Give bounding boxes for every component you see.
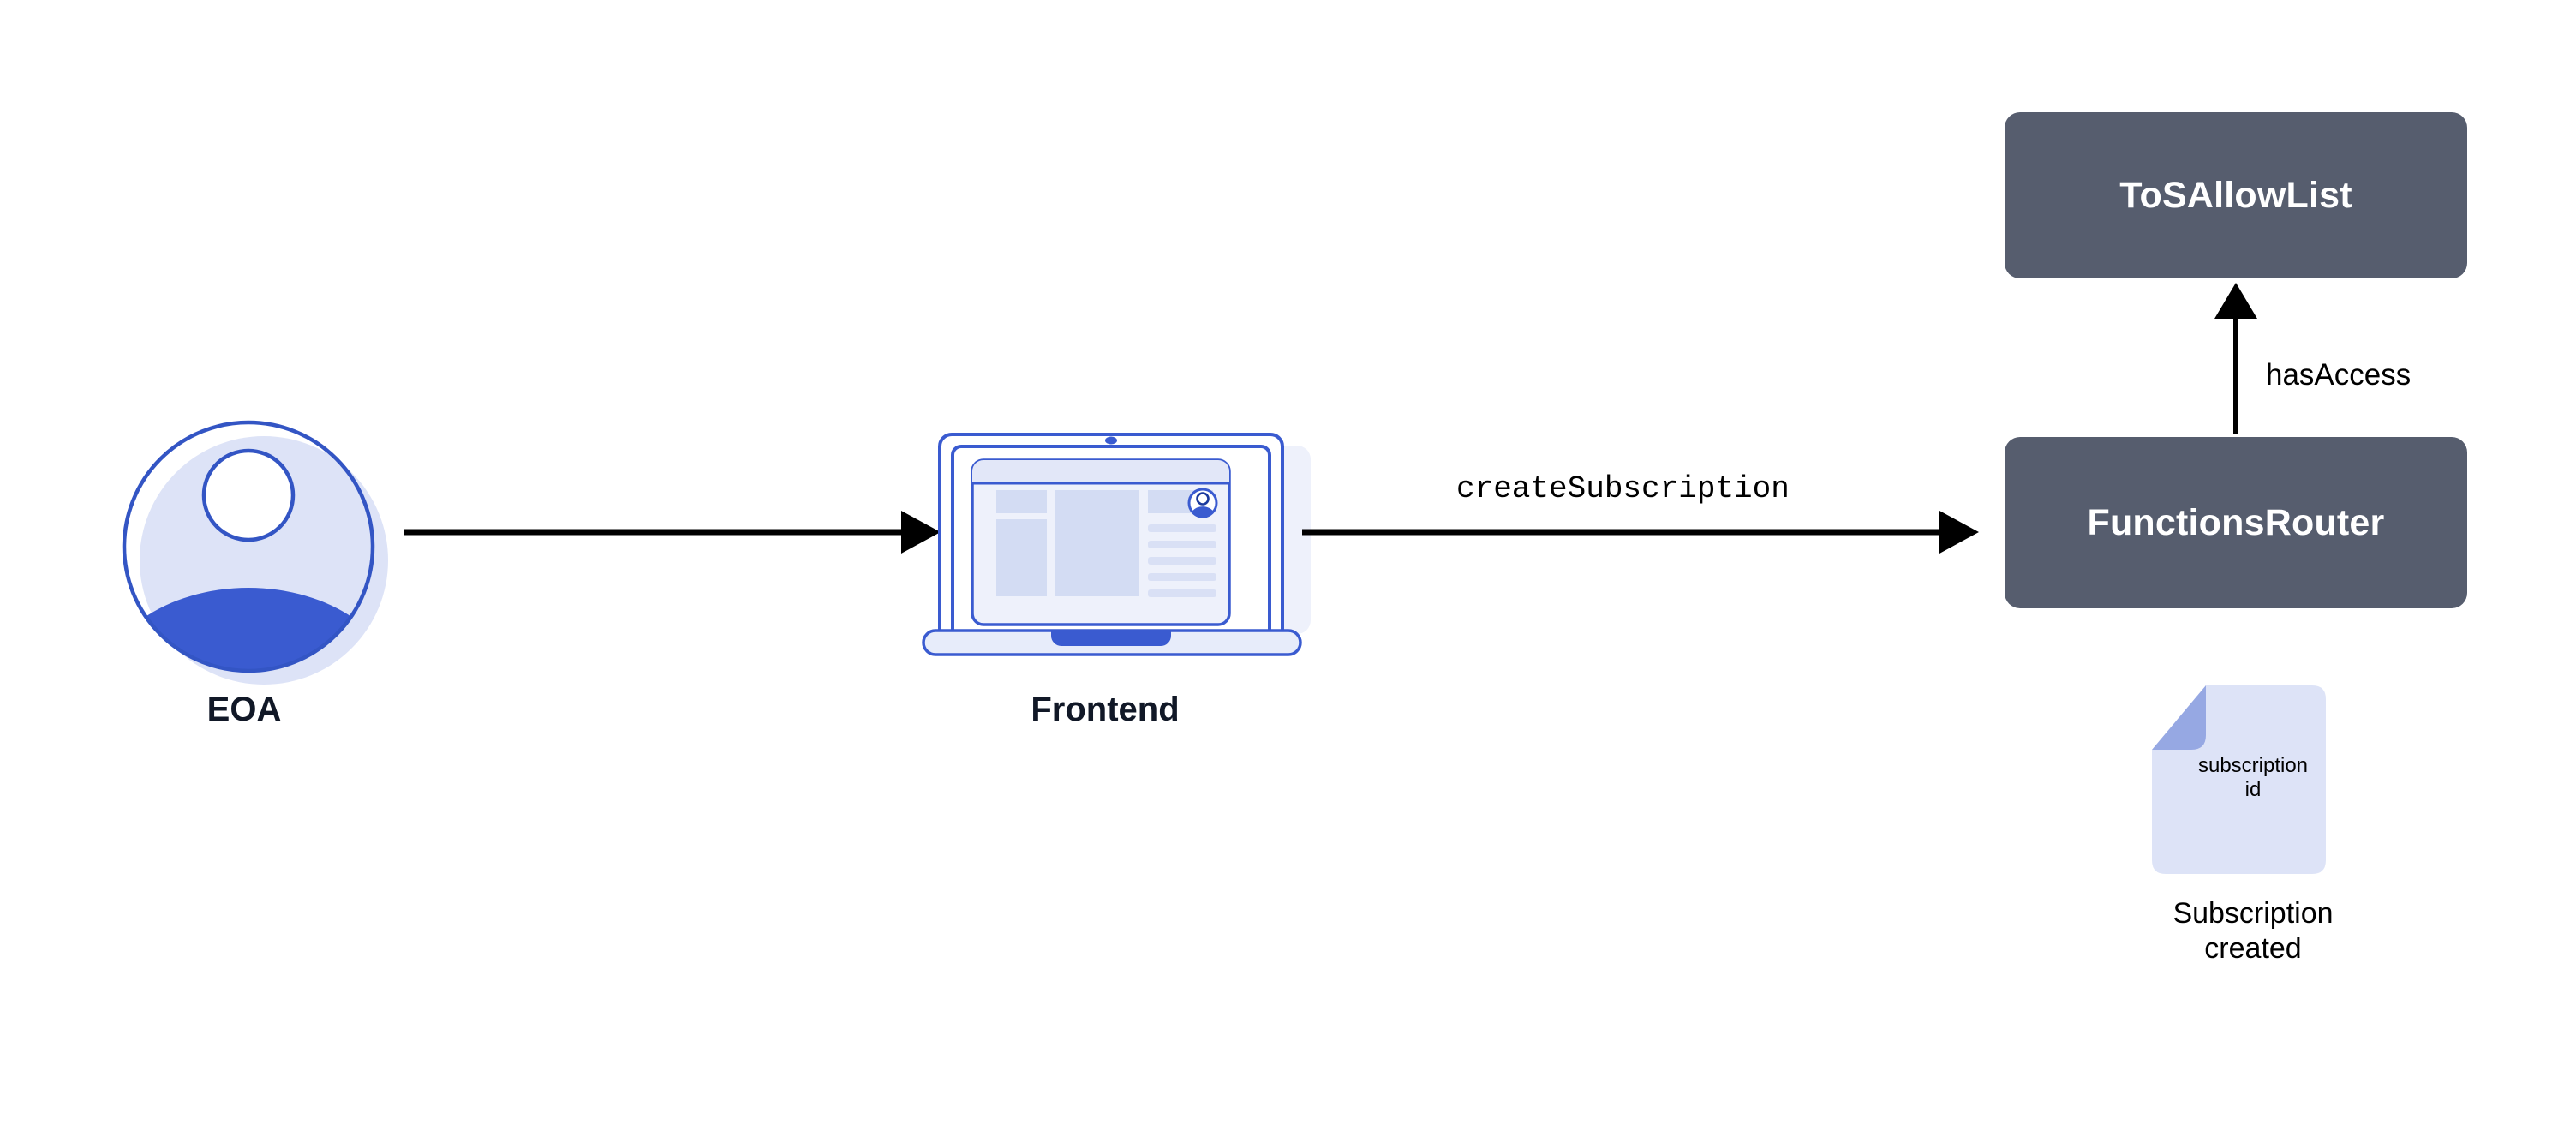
artifact-caption-line-2: created <box>2204 932 2302 966</box>
arrow-functionsrouter-to-tosallowlist <box>2214 283 2257 434</box>
artifact-caption-subscription-created: Subscription created <box>2133 896 2373 967</box>
edge-label-create-subscription: createSubscription <box>1456 471 1790 506</box>
document-icon <box>2152 685 2326 874</box>
artifact-caption-line-1: Subscription <box>2173 897 2334 930</box>
document-icon-text-line-1: subscription <box>2197 754 2309 777</box>
arrow-frontend-to-functionsrouter <box>1302 511 1979 554</box>
actor-label-frontend: Frontend <box>1031 691 1180 728</box>
node-functionsrouter[interactable]: FunctionsRouter <box>2005 437 2467 608</box>
screen-avatar-icon <box>1187 488 1218 518</box>
user-avatar-icon <box>122 420 388 685</box>
arrow-eoa-to-frontend <box>404 511 941 554</box>
document-icon-text: subscription id <box>2176 754 2330 803</box>
node-tosallowlist-label: ToSAllowList <box>2119 174 2352 216</box>
node-functionsrouter-label: FunctionsRouter <box>2087 501 2385 543</box>
document-icon-text-line-2: id <box>2244 778 2262 802</box>
node-tosallowlist[interactable]: ToSAllowList <box>2005 112 2467 278</box>
actor-label-eoa: EOA <box>206 691 282 728</box>
laptop-icon <box>922 433 1311 656</box>
edge-label-has-access: hasAccess <box>2266 358 2412 392</box>
